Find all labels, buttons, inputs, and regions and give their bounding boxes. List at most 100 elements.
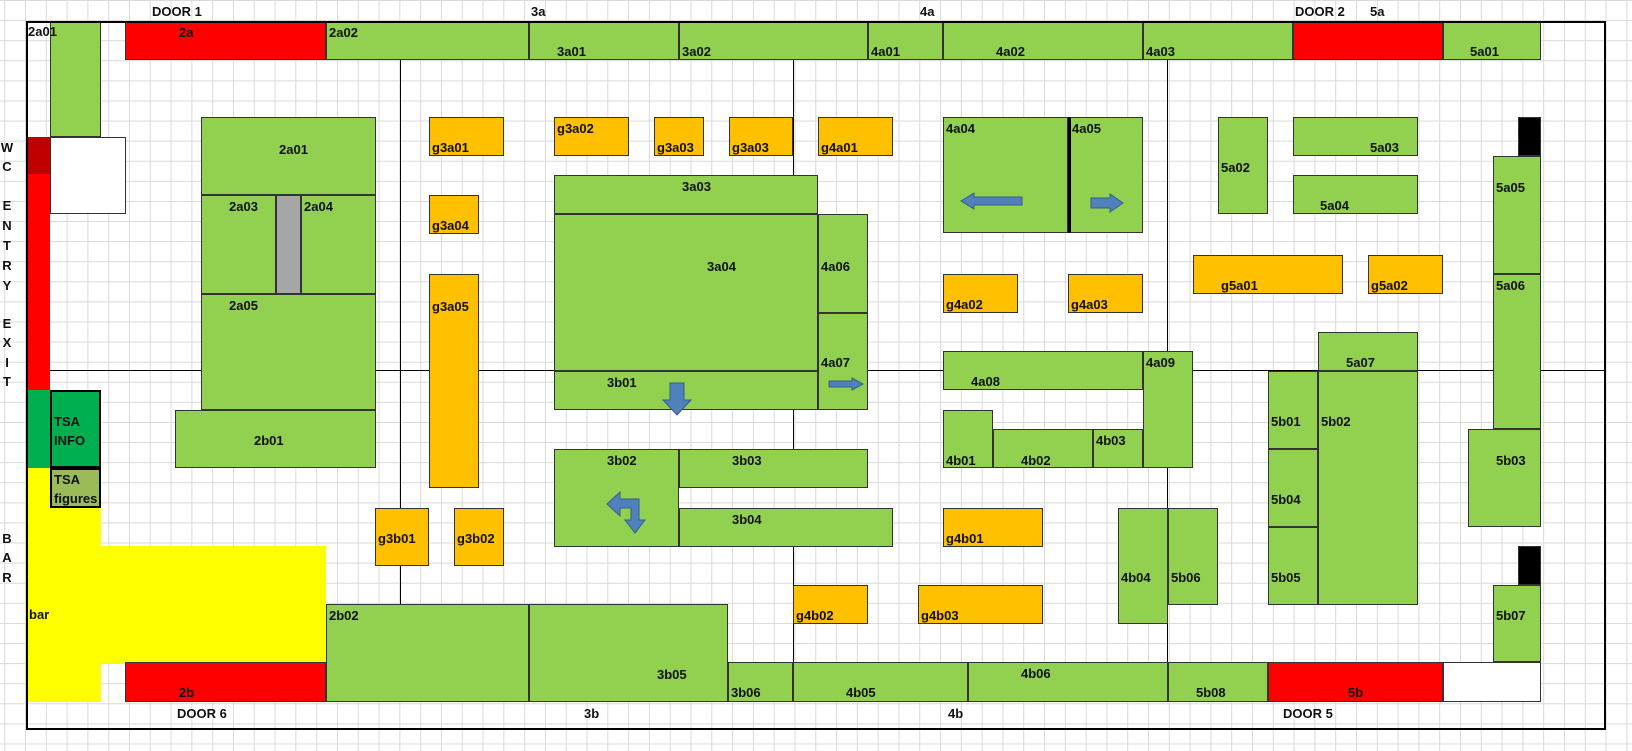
gallery-g4b03[interactable]: g4b03 — [918, 585, 1043, 624]
gallery-g5a01[interactable]: g5a01 — [1193, 255, 1343, 294]
booth-4a05[interactable]: 4a05 — [1068, 117, 1143, 233]
bar-strip — [26, 468, 50, 702]
booth-4a03[interactable]: 4a03 — [1143, 21, 1293, 60]
booth-2b01[interactable]: 2b01 — [175, 410, 376, 468]
booth-label: 2a05 — [229, 298, 258, 313]
booth-4b04[interactable]: 4b04 — [1118, 508, 1168, 624]
booth-5b08[interactable]: 5b08 — [1168, 662, 1268, 702]
booth-5a02[interactable]: 5a02 — [1218, 117, 1268, 214]
booth-5a07[interactable]: 5a07 — [1318, 332, 1418, 371]
booth-label: 5a04 — [1320, 198, 1349, 213]
arrow-right-icon — [828, 377, 864, 391]
booth-label: 4b03 — [1096, 433, 1126, 448]
booth-5a05[interactable]: 5a05 — [1493, 156, 1541, 274]
booth-4a07[interactable]: 4a07 — [818, 313, 868, 410]
gallery-g3a03-b[interactable]: g3a03 — [729, 117, 793, 156]
side-letter-entry-t: T — [3, 238, 11, 253]
gallery-g3a02[interactable]: g3a02 — [554, 117, 629, 156]
booth-4a09[interactable]: 4a09 — [1143, 351, 1193, 468]
booth-4b02[interactable]: 4b02 — [993, 429, 1093, 468]
booth-4a08[interactable]: 4a08 — [943, 351, 1143, 390]
booth-label: 3b02 — [607, 453, 637, 468]
booth-label: 4b04 — [1121, 570, 1151, 585]
booth-2a05[interactable]: 2a05 — [201, 294, 376, 410]
booth-label: 2a01 — [279, 142, 308, 157]
booth-label: 3a01 — [557, 44, 586, 59]
black-marker-upper — [1518, 117, 1541, 156]
tsa-info-booth[interactable]: TSA INFO — [50, 390, 101, 468]
gallery-g4b02[interactable]: g4b02 — [793, 585, 868, 624]
gallery-g4b01[interactable]: g4b01 — [943, 508, 1043, 547]
arrow-left-icon — [960, 192, 1023, 210]
gallery-g3a05[interactable]: g3a05 — [429, 274, 479, 488]
booth-3a03[interactable]: 3a03 — [554, 175, 818, 214]
booth-label: 4a03 — [1146, 44, 1175, 59]
booth-2a01[interactable]: 2a01 — [201, 117, 376, 195]
gallery-g4a03[interactable]: g4a03 — [1068, 274, 1143, 313]
tsa-figures-booth[interactable]: TSA figures — [50, 468, 101, 508]
booth-5a01[interactable]: 5a01 — [1443, 21, 1541, 60]
gallery-g3a04[interactable]: g3a04 — [429, 195, 479, 234]
gallery-g3a01[interactable]: g3a01 — [429, 117, 504, 156]
booth-5a03[interactable]: 5a03 — [1293, 117, 1418, 156]
booth-label: 4b05 — [846, 685, 876, 700]
booth-5a04[interactable]: 5a04 — [1293, 175, 1418, 214]
booth-4b03[interactable]: 4b03 — [1093, 429, 1143, 468]
booth-label: 5a02 — [1221, 160, 1250, 175]
booth-4a06[interactable]: 4a06 — [818, 214, 868, 313]
gallery-g4a01[interactable]: g4a01 — [818, 117, 893, 156]
gallery-g3b01[interactable]: g3b01 — [375, 508, 429, 566]
booth-label: 3b06 — [731, 685, 761, 700]
booth-5b04[interactable]: 5b04 — [1268, 449, 1318, 527]
booth-5b06[interactable]: 5b06 — [1168, 508, 1218, 605]
door-2-reserved — [1293, 21, 1443, 60]
booth-4b06[interactable]: 4b06 — [968, 662, 1168, 702]
booth-3b06[interactable]: 3b06 — [728, 662, 793, 702]
tsa-info-line1: TSA — [54, 414, 80, 429]
booth-3b03[interactable]: 3b03 — [679, 449, 868, 488]
booth-2a04[interactable]: 2a04 — [301, 195, 376, 294]
booth-2a[interactable]: 2a — [125, 21, 326, 60]
booth-5a06[interactable]: 5a06 — [1493, 274, 1541, 429]
side-letter-bar-r: R — [2, 570, 12, 585]
booth-4b05[interactable]: 4b05 — [793, 662, 968, 702]
aisle-line-2-3 — [400, 60, 401, 605]
booth-label: 5a06 — [1496, 278, 1525, 293]
booth-5b[interactable]: 5b — [1268, 662, 1443, 702]
booth-3a01[interactable]: 3a01 — [529, 21, 679, 60]
booth-3a04[interactable]: 3a04 — [554, 214, 818, 371]
black-marker-lower — [1518, 546, 1541, 585]
booth-2b02[interactable]: 2b02 — [326, 604, 529, 702]
booth-4a04[interactable]: 4a04 — [943, 117, 1068, 233]
bar-area-2 — [101, 546, 326, 663]
booth-2a03[interactable]: 2a03 — [201, 195, 276, 294]
booth-5b01[interactable]: 5b01 — [1268, 371, 1318, 449]
booth-label: 5b05 — [1271, 570, 1301, 585]
booth-2a01-strip[interactable] — [50, 21, 101, 137]
booth-label: 5b08 — [1196, 685, 1226, 700]
gallery-g3b02[interactable]: g3b02 — [454, 508, 504, 566]
booth-2a02[interactable]: 2a02 — [326, 21, 529, 60]
side-letter-exit-e: E — [2, 316, 12, 331]
side-letter-exit-x: X — [2, 335, 12, 350]
booth-5b03[interactable]: 5b03 — [1468, 429, 1541, 527]
booth-label: 3b01 — [607, 375, 637, 390]
side-letter-bar-b: B — [2, 531, 12, 546]
booth-label: 2a01 — [28, 24, 57, 39]
booth-5b02[interactable]: 5b02 — [1318, 371, 1418, 605]
booth-3b04[interactable]: 3b04 — [679, 508, 893, 547]
booth-label: 2a03 — [229, 199, 258, 214]
booth-5b05[interactable]: 5b05 — [1268, 527, 1318, 605]
booth-3b05[interactable]: 3b05 — [529, 604, 728, 702]
gallery-g3a03-a[interactable]: g3a03 — [654, 117, 704, 156]
booth-4b01[interactable]: 4b01 — [943, 410, 993, 468]
gallery-g5a02[interactable]: g5a02 — [1368, 255, 1443, 294]
booth-4a01[interactable]: 4a01 — [868, 21, 943, 60]
booth-5b07[interactable]: 5b07 — [1493, 585, 1541, 662]
booth-2b[interactable]: 2b — [125, 662, 326, 702]
gallery-g4a02[interactable]: g4a02 — [943, 274, 1018, 313]
gallery-label: g3a03 — [657, 140, 694, 155]
tsa-info-line2: INFO — [54, 433, 86, 448]
gallery-label: g4b02 — [796, 608, 834, 623]
booth-label: 4b02 — [1021, 453, 1051, 468]
